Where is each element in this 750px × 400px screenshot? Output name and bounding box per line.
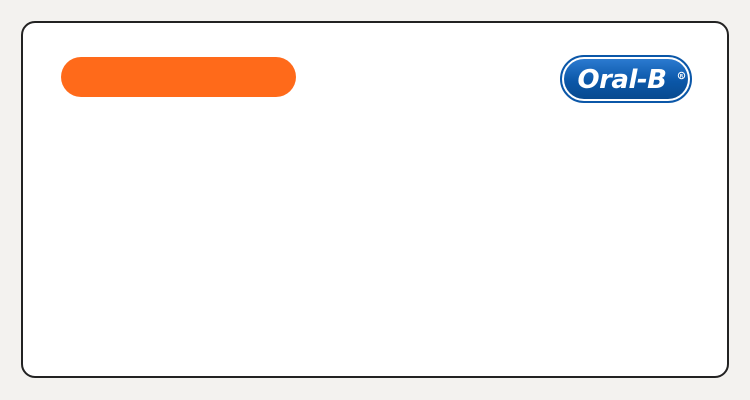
oral-b-logo: Oral-B R <box>560 55 692 103</box>
svg-text:Oral-B: Oral-B <box>578 65 667 95</box>
accent-pill <box>61 57 296 97</box>
svg-text:R: R <box>680 73 684 79</box>
card: Oral-B R <box>21 21 729 378</box>
